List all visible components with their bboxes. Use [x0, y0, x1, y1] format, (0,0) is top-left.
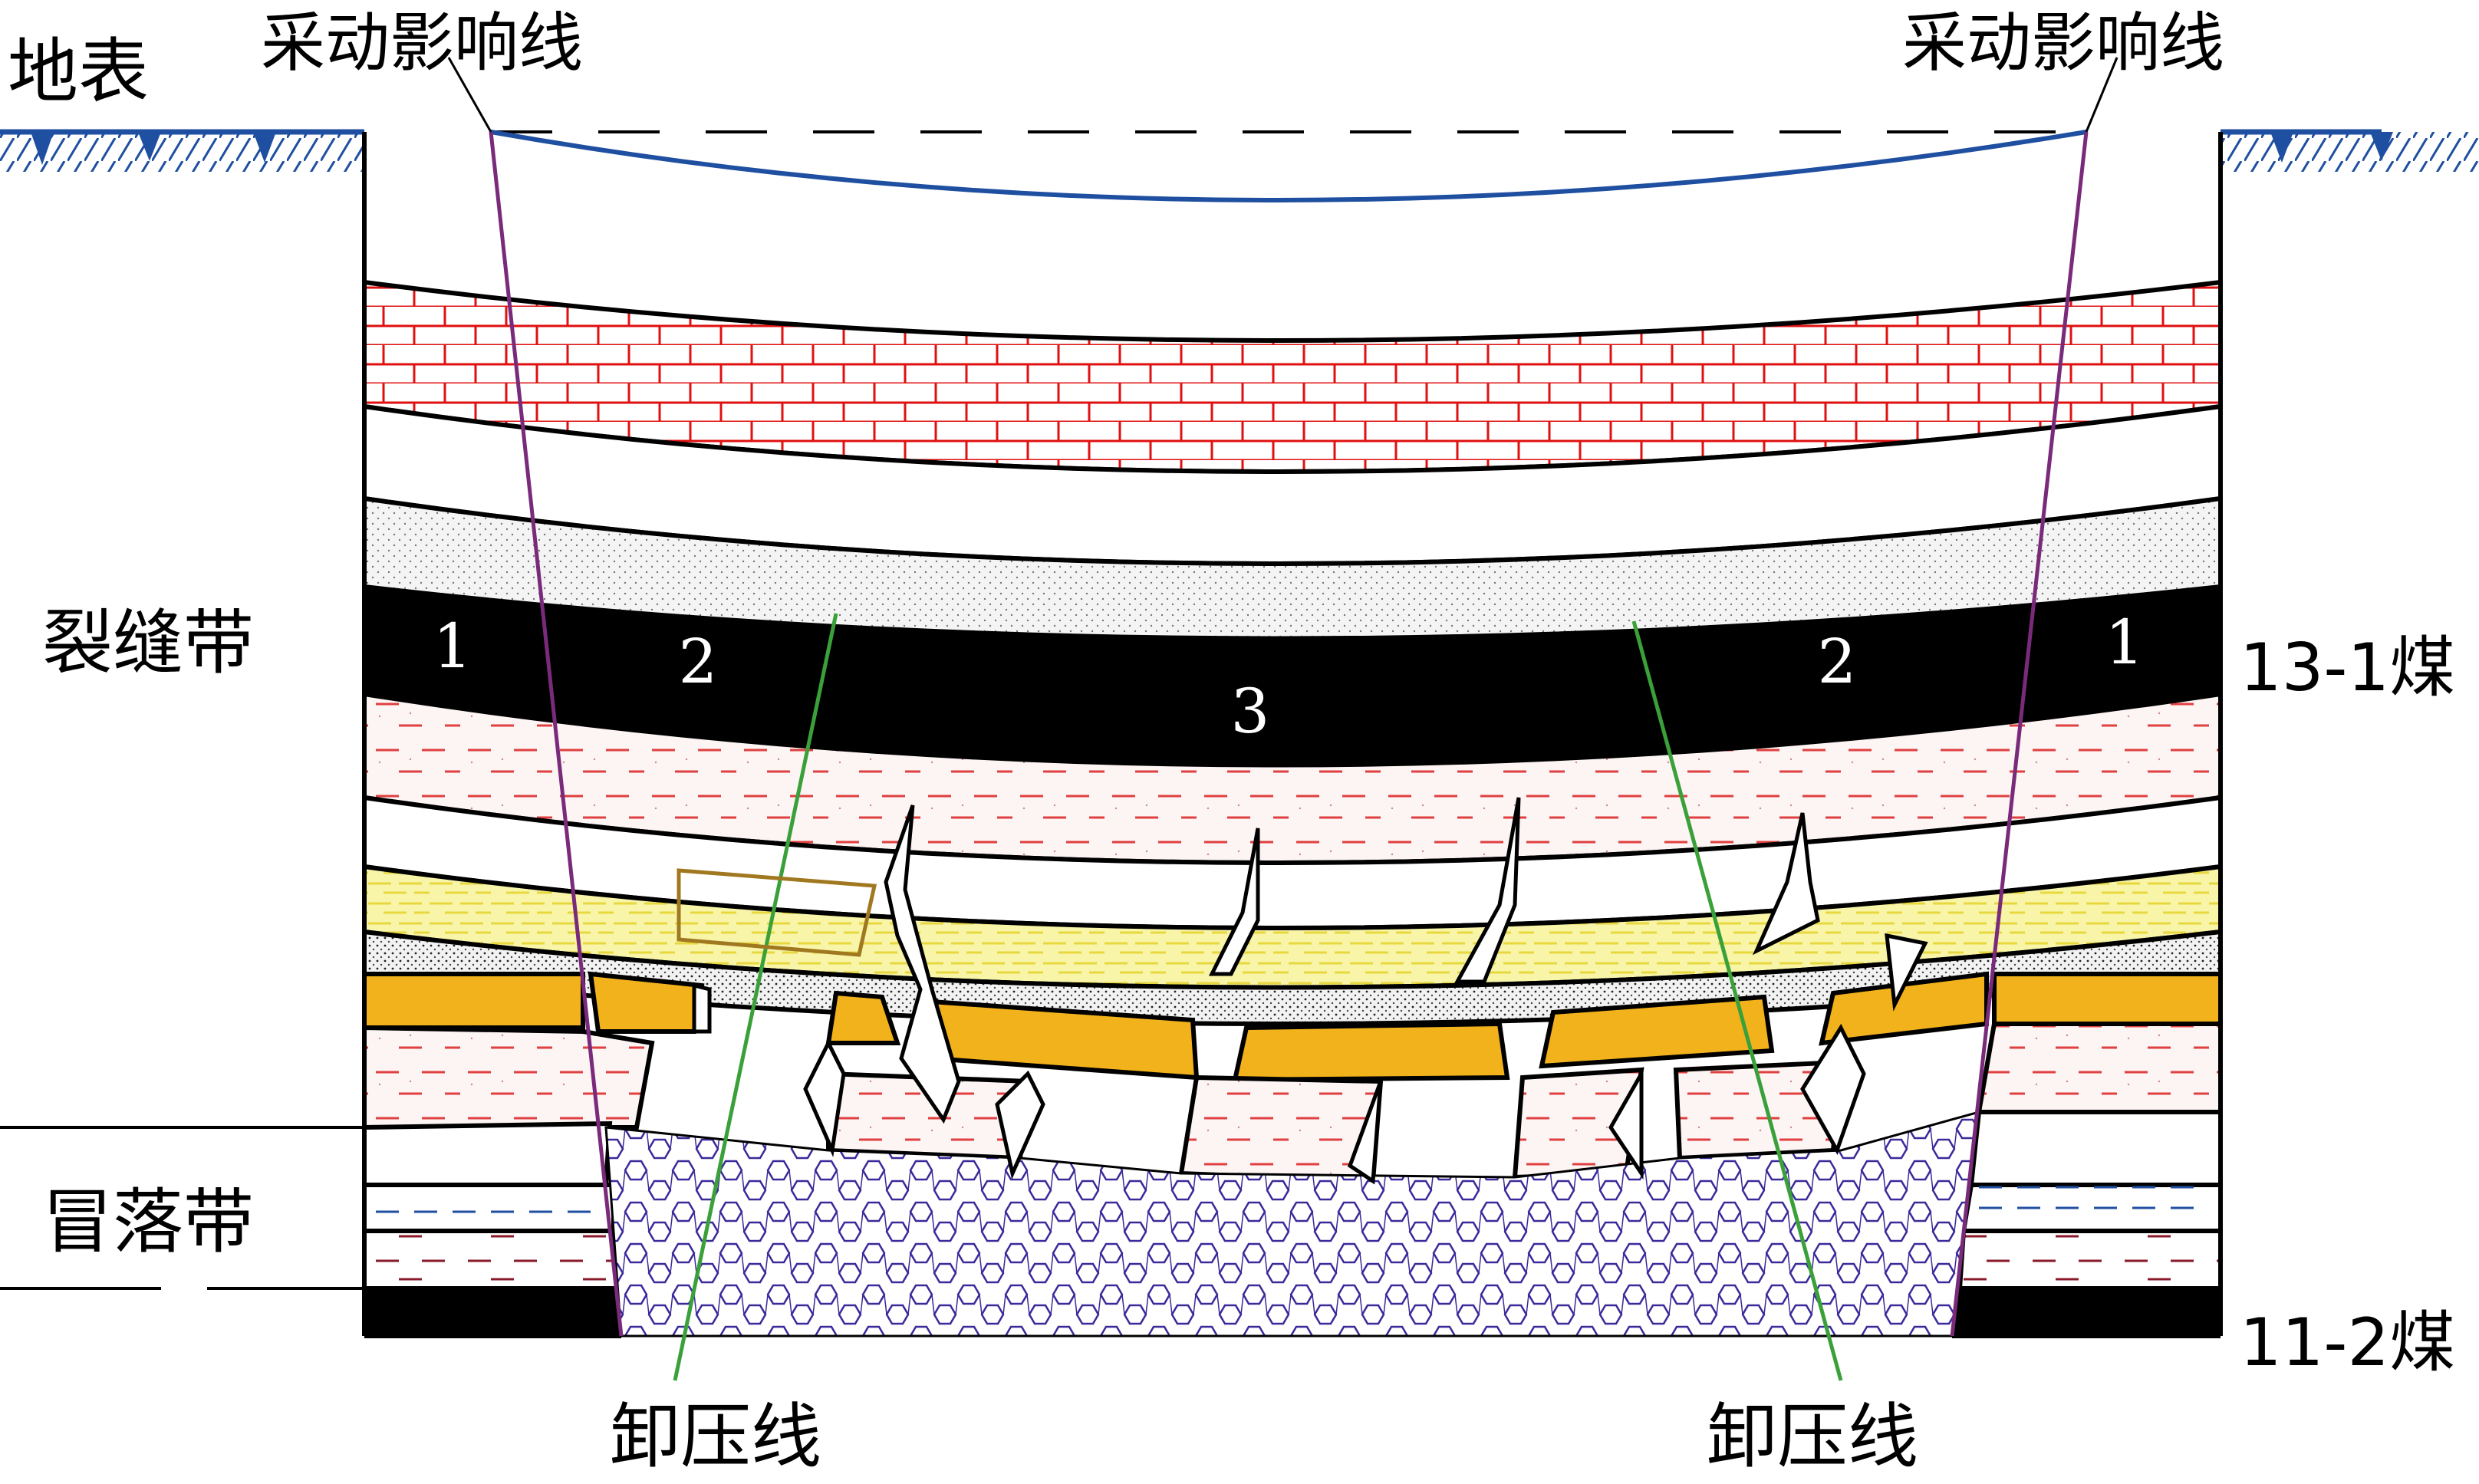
mining-influence-label-left: 采动影响线 [261, 5, 583, 81]
pressure-relief-label-right: 卸压线 [1707, 1396, 1918, 1478]
section-frame [362, 132, 2223, 1338]
surface-label: 地表 [8, 31, 149, 113]
zone-number: 1 [433, 610, 472, 682]
mining-influence-lines [447, 57, 2119, 1337]
mining-influence-label-right: 采动影响线 [1902, 5, 2224, 81]
ground-surface [0, 129, 2479, 172]
zone-number: 2 [679, 626, 718, 697]
pressure-relief-lines [673, 613, 1843, 1381]
surface-subsidence-curve [490, 130, 2087, 202]
zone-number: 2 [1818, 626, 1857, 697]
seam-13-1-label: 13-1煤 [2240, 630, 2455, 706]
coal-seam-11-2-right [1952, 1288, 2221, 1336]
coal-seam-11-2-left [364, 1288, 621, 1336]
caving-zone-label: 冒落带 [42, 1181, 254, 1263]
coal-seam-13-1 [364, 587, 2221, 765]
zone-number: 3 [1231, 676, 1270, 747]
element-box [677, 868, 877, 957]
fractures [692, 797, 1928, 1185]
zone-number: 1 [2105, 607, 2145, 678]
seam-11-2-label: 11-2煤 [2240, 1305, 2455, 1381]
pressure-relief-label-left: 卸压线 [610, 1396, 821, 1478]
fracture-zone-label: 裂缝带 [42, 602, 254, 684]
strata [362, 279, 2223, 1338]
key-stratum [362, 972, 585, 1030]
